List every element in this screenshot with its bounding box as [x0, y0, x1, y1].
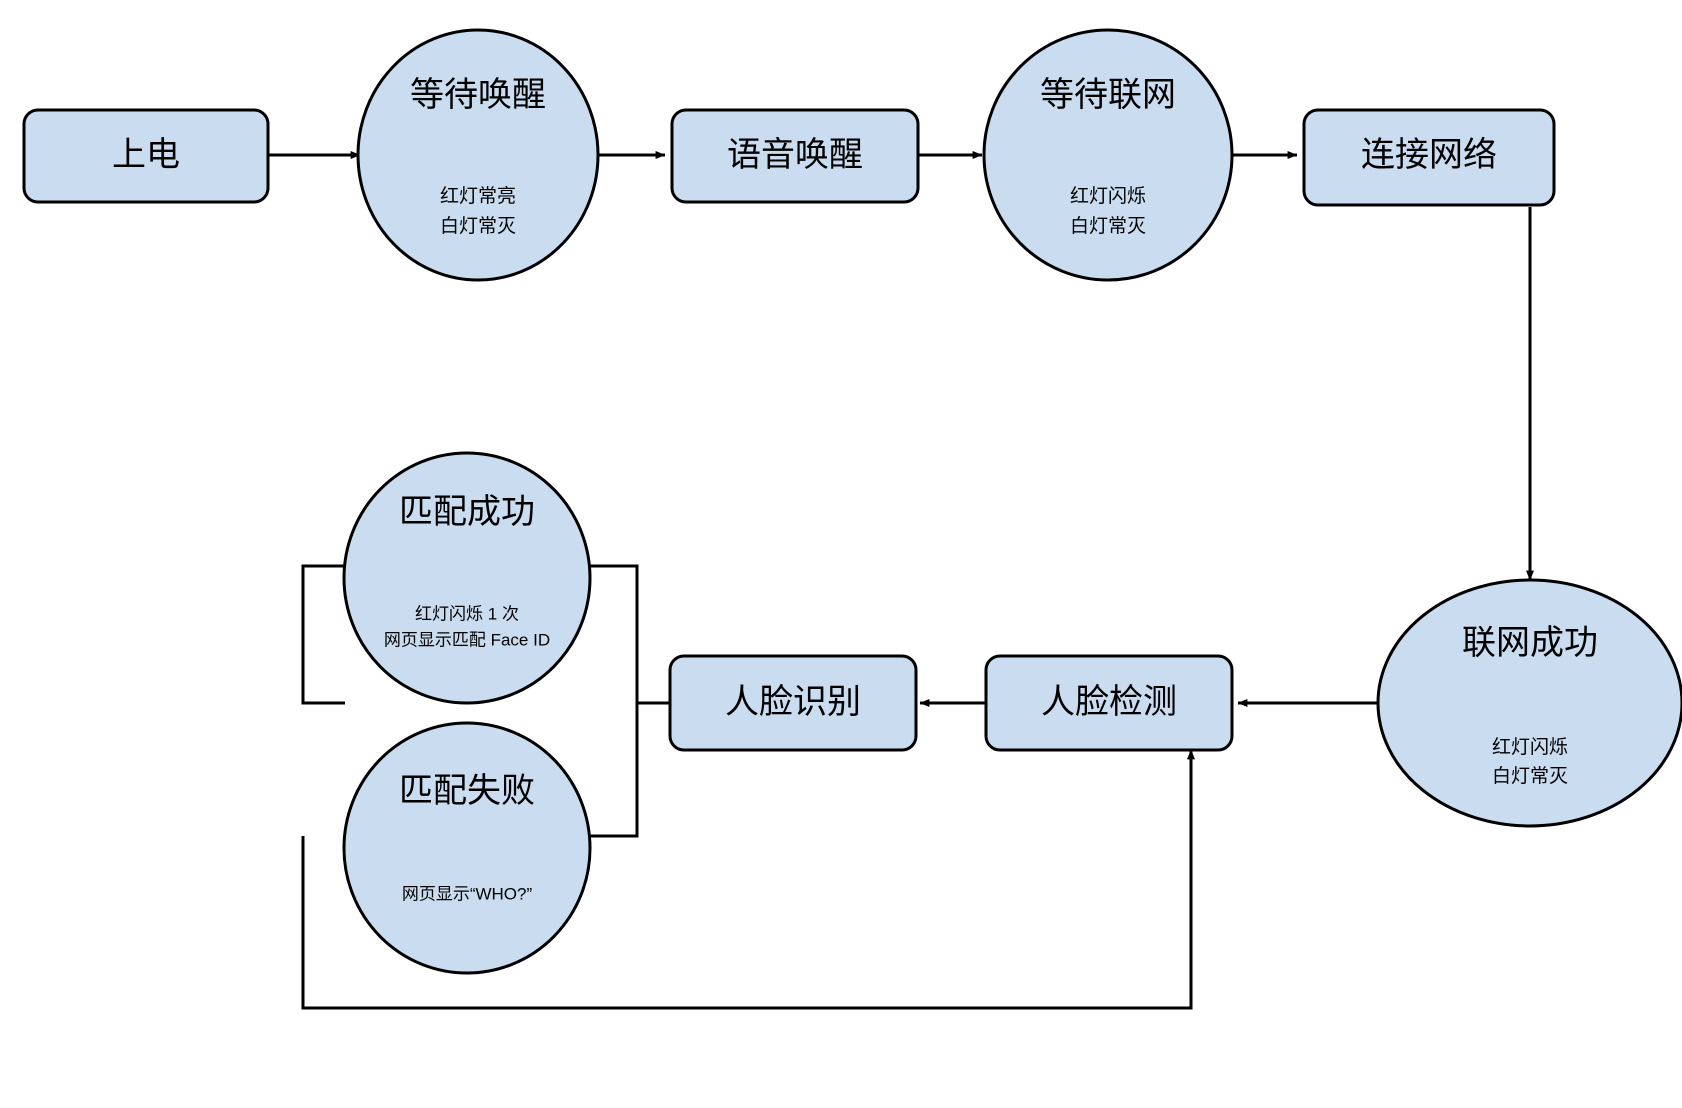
node-network-success-shape [1376, 578, 1682, 828]
node-power-on-title: 上电 [112, 136, 180, 174]
node-network-success-title: 联网成功 [1462, 624, 1598, 662]
node-wait-wakeup[interactable]: 等待唤醒 红灯常亮 白灯常灭 [356, 28, 600, 282]
node-face-detect-shape [984, 654, 1234, 752]
node-match-success[interactable]: 匹配成功 红灯闪烁 1 次 网页显示匹配 Face ID [342, 451, 592, 705]
node-match-success-title: 匹配成功 [399, 493, 535, 531]
node-wait-wakeup-sub-1: 红灯常亮 [440, 185, 516, 207]
node-connect-network-title: 连接网络 [1361, 136, 1497, 174]
node-match-success-sub-2: 网页显示匹配 Face ID [384, 630, 550, 649]
node-wait-network-sub-2: 白灯常灭 [1070, 215, 1146, 237]
node-face-recognize-title: 人脸识别 [725, 683, 861, 721]
node-match-fail[interactable]: 匹配失败 网页显示“WHO?” [342, 721, 592, 975]
node-power-on[interactable]: 上电 [22, 108, 270, 204]
node-network-success[interactable]: 联网成功 红灯闪烁 白灯常灭 [1376, 578, 1682, 828]
node-match-fail-sub-1: 网页显示“WHO?” [402, 884, 533, 903]
node-network-success-sub-1: 红灯闪烁 [1492, 736, 1568, 758]
node-match-fail-shape [342, 721, 592, 975]
node-wait-network-shape [982, 28, 1234, 282]
node-wait-network[interactable]: 等待联网 红灯闪烁 白灯常灭 [982, 28, 1234, 282]
node-power-on-shape [22, 108, 270, 204]
node-face-detect-title: 人脸检测 [1041, 683, 1177, 721]
node-wait-wakeup-title: 等待唤醒 [410, 76, 546, 114]
node-connect-network[interactable]: 连接网络 [1302, 108, 1556, 207]
node-connect-network-shape [1302, 108, 1556, 207]
node-network-success-sub-2: 白灯常灭 [1492, 765, 1568, 787]
node-wait-wakeup-sub-2: 白灯常灭 [440, 215, 516, 237]
node-match-fail-title: 匹配失败 [399, 772, 535, 810]
node-wait-network-title: 等待联网 [1040, 76, 1176, 114]
node-voice-wakeup[interactable]: 语音唤醒 [670, 108, 920, 204]
node-wait-network-sub-1: 红灯闪烁 [1070, 185, 1146, 207]
edge-match-fail-to-face-detect [301, 749, 1195, 1010]
node-match-success-shape [342, 451, 592, 705]
node-voice-wakeup-title: 语音唤醒 [727, 136, 863, 174]
node-face-detect[interactable]: 人脸检测 [984, 654, 1234, 752]
node-face-recognize[interactable]: 人脸识别 [668, 654, 918, 752]
node-wait-wakeup-shape [356, 28, 600, 282]
node-match-success-sub-1: 红灯闪烁 1 次 [415, 604, 519, 623]
node-voice-wakeup-shape [670, 108, 920, 204]
node-face-recognize-shape [668, 654, 918, 752]
